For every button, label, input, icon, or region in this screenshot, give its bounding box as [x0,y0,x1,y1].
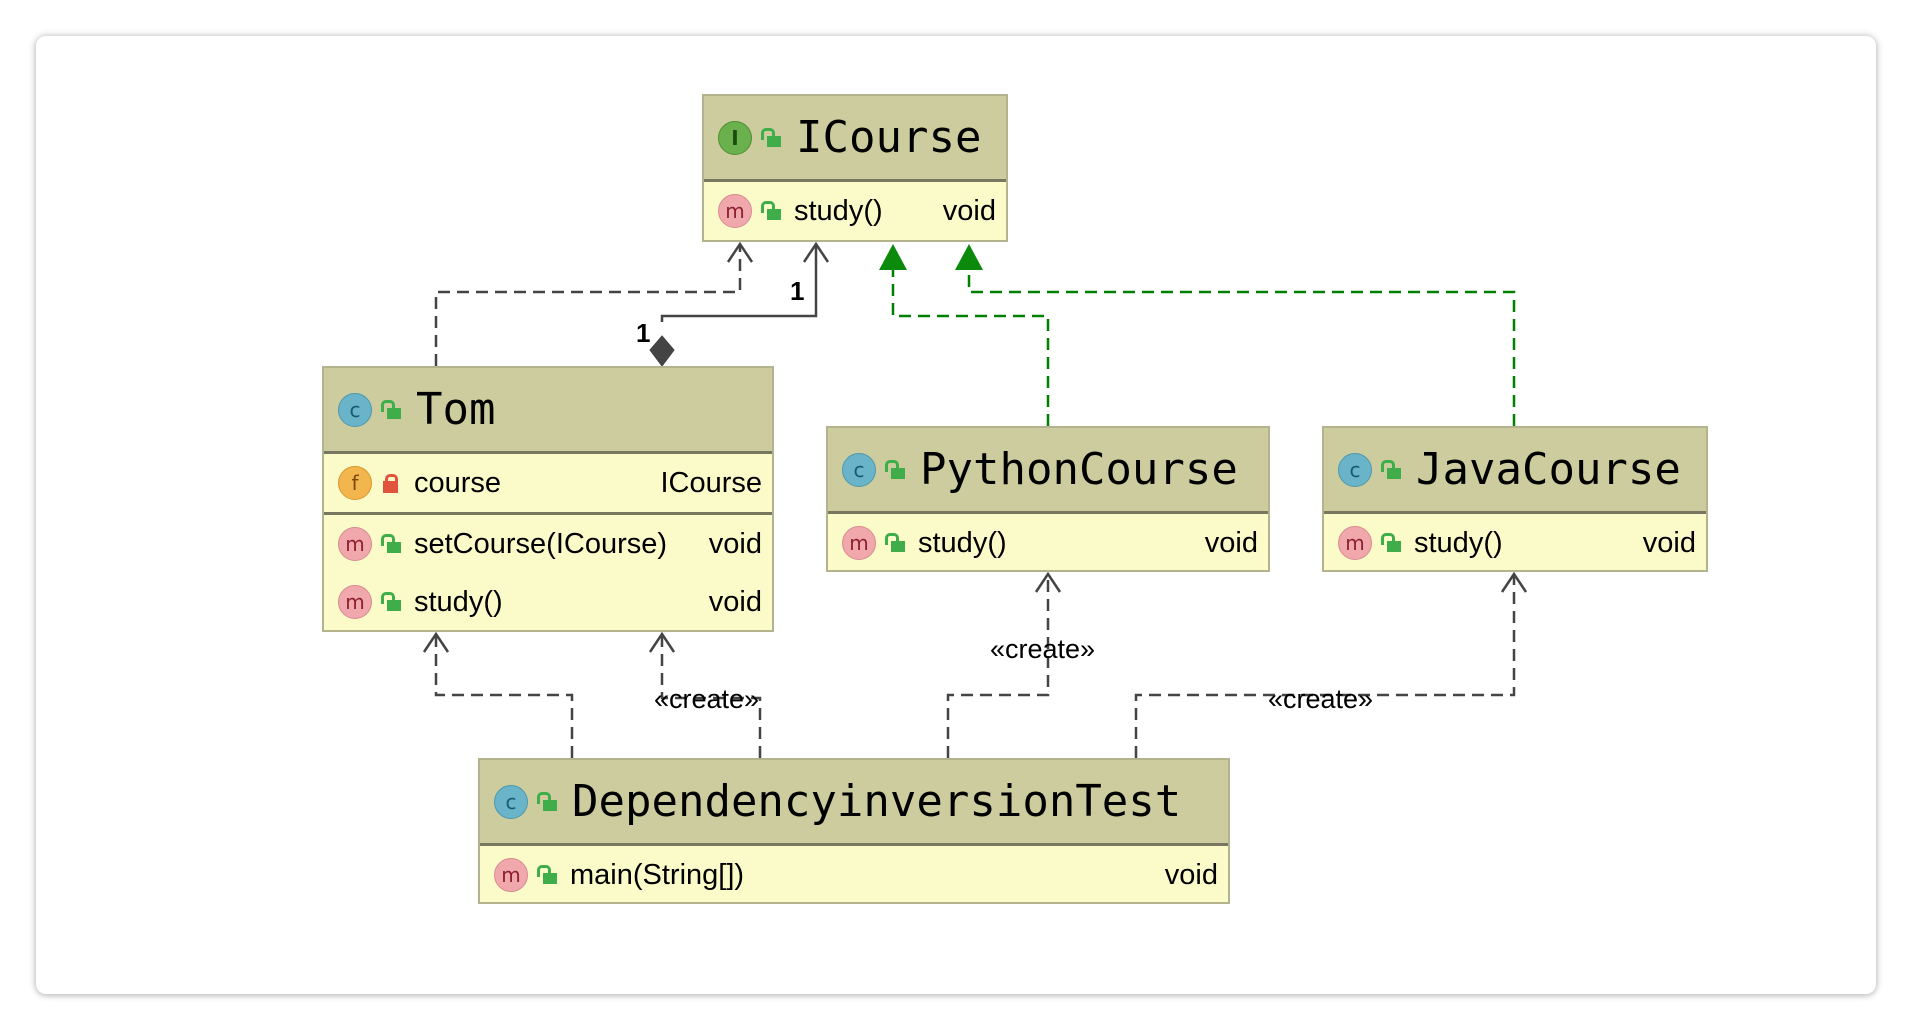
method-icon: m [1338,526,1372,560]
public-lock-icon [380,399,402,421]
method-row[interactable]: m setCourse(ICourse) void [324,515,772,573]
class-header: c JavaCourse [1324,428,1706,514]
class-name: ICourse [796,112,982,163]
method-icon: m [718,194,752,228]
method-label: setCourse(ICourse) [414,527,668,560]
method-label: main(String[]) [570,858,745,891]
methods-section: m setCourse(ICourse) void m study() void [324,515,772,631]
method-type: void [708,527,762,560]
multiplicity-icourse: 1 [790,276,805,306]
arrowhead-open [1034,571,1062,593]
field-row[interactable]: f course ICourse [324,454,772,512]
method-type: void [708,585,762,618]
composition-diamond [649,335,675,367]
class-tom[interactable]: c Tom f course ICourse m setCourse(ICour… [322,366,774,632]
class-name: JavaCourse [1416,444,1681,495]
public-lock-icon [380,591,402,613]
class-icon: c [842,452,876,487]
method-label: study() [1414,526,1503,559]
method-row[interactable]: m study() void [324,573,772,631]
methods-section: m study() void [704,182,1006,240]
method-type: void [942,194,996,227]
class-header: c DependencyinversionTest [480,760,1228,846]
public-lock-icon [760,127,782,149]
static-method-icon: m [494,858,528,892]
implements-java-icourse [967,270,1516,426]
method-icon: m [338,585,372,619]
arrowhead-open [1500,571,1528,593]
methods-section: m study() void [1324,514,1706,572]
arrowhead-open [422,631,450,653]
class-name: PythonCourse [920,444,1238,495]
methods-section: m study() void [828,514,1268,572]
arrowhead-open [802,241,830,263]
multiplicity-tom: 1 [636,318,651,348]
class-icon: c [338,392,372,427]
method-label: study() [794,194,883,227]
dependency-tom-icourse [434,244,742,366]
class-pythoncourse[interactable]: c PythonCourse m study() void [826,426,1270,572]
class-dependencyinversiontest[interactable]: c DependencyinversionTest m main(String[… [478,758,1230,904]
private-lock-icon [380,472,402,494]
arrowhead-open [648,631,676,653]
interface-icon: I [718,120,752,155]
runnable-class-icon: c [494,784,528,819]
fields-section: f course ICourse [324,454,772,515]
public-lock-icon [536,791,558,813]
method-row[interactable]: m study() void [704,182,1006,240]
class-name: Tom [416,384,496,435]
field-type: ICourse [660,466,762,499]
class-header: c PythonCourse [828,428,1268,514]
arrowhead-triangle [955,244,983,270]
method-icon: m [338,527,372,561]
public-lock-icon [1380,532,1402,554]
field-icon: f [338,466,372,500]
create-label-tom: «create» [654,684,760,714]
dependency-test-tom [434,634,574,758]
public-lock-icon [884,459,906,481]
public-lock-icon [536,864,558,886]
method-type: void [1204,526,1258,559]
class-header: c Tom [324,368,772,454]
method-label: study() [918,526,1007,559]
method-row[interactable]: m study() void [1324,514,1706,572]
field-label: course [414,466,502,499]
method-type: void [1164,858,1218,891]
public-lock-icon [1380,459,1402,481]
class-name: DependencyinversionTest [572,776,1182,827]
public-lock-icon [380,533,402,555]
method-row[interactable]: m study() void [828,514,1268,572]
class-icon: c [1338,452,1372,487]
create-test-java [1134,574,1516,758]
create-test-tom [660,634,762,758]
composition-tom-icourse [660,244,818,322]
public-lock-icon [760,200,782,222]
create-label-java: «create» [1268,684,1374,714]
method-row[interactable]: m main(String[]) void [480,846,1228,904]
create-test-python [946,574,1050,758]
class-icourse[interactable]: I ICourse m study() void [702,94,1008,242]
arrowhead-open [726,241,754,263]
class-javacourse[interactable]: c JavaCourse m study() void [1322,426,1708,572]
arrowhead-triangle [879,244,907,270]
class-header: I ICourse [704,96,1006,182]
method-icon: m [842,526,876,560]
method-type: void [1642,526,1696,559]
method-label: study() [414,585,503,618]
implements-python-icourse [891,270,1050,426]
public-lock-icon [884,532,906,554]
create-label-python: «create» [990,634,1096,664]
methods-section: m main(String[]) void [480,846,1228,904]
